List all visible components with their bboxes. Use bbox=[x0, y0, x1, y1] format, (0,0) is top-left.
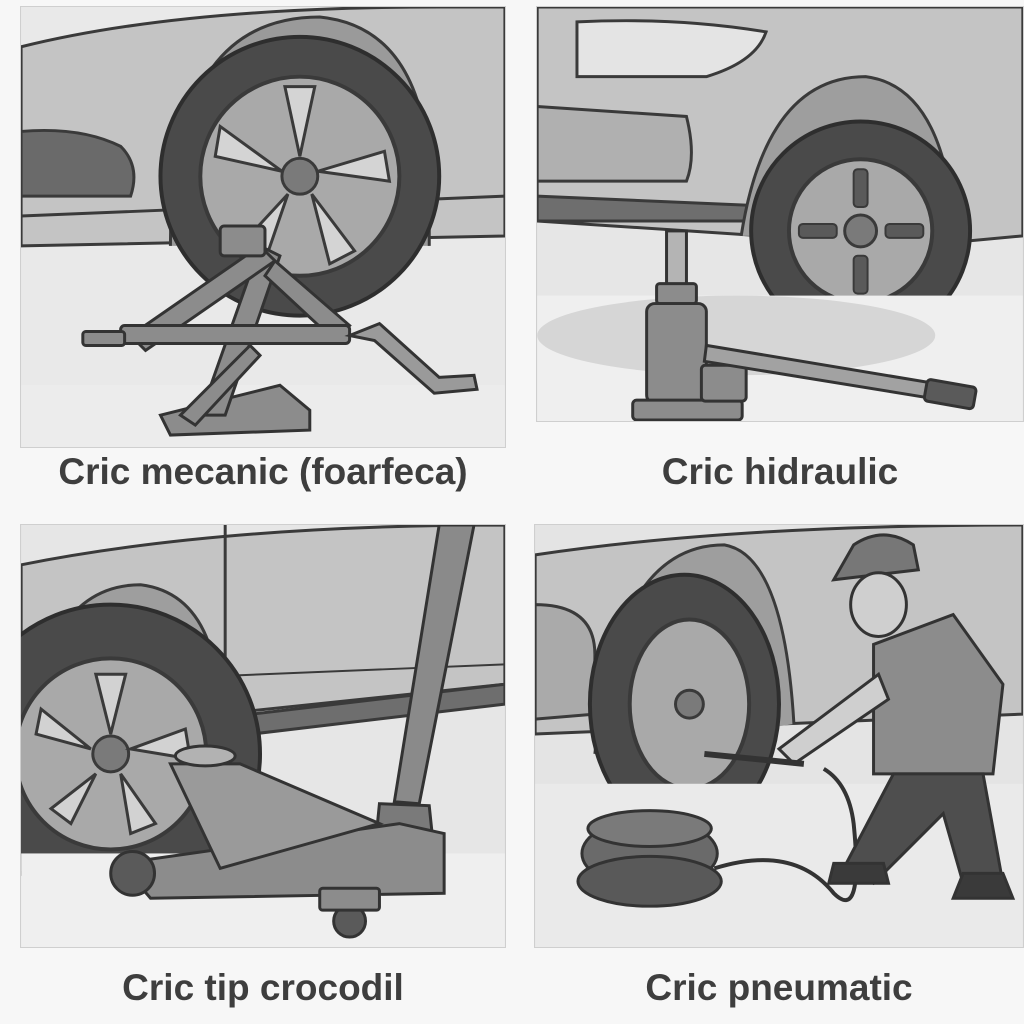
floor-jack-panel bbox=[20, 524, 506, 948]
caption-scissor-jack: Cric mecanic (foarfeca) bbox=[58, 451, 468, 492]
bottle-jack-illustration bbox=[537, 7, 1023, 421]
scissor-jack-panel bbox=[20, 6, 506, 448]
bottle-jack-panel bbox=[536, 6, 1024, 422]
scissor-jack-illustration bbox=[21, 7, 505, 447]
caption-hydraulic-jack: Cric hidraulic bbox=[661, 451, 899, 492]
caption-floor-jack: Cric tip crocodil bbox=[122, 967, 404, 1008]
caption-pneumatic-jack: Cric pneumatic bbox=[645, 967, 913, 1008]
air-bag-jack-illustration bbox=[535, 525, 1023, 947]
floor-jack-illustration bbox=[21, 525, 505, 947]
pneumatic-jack-panel bbox=[534, 524, 1024, 948]
